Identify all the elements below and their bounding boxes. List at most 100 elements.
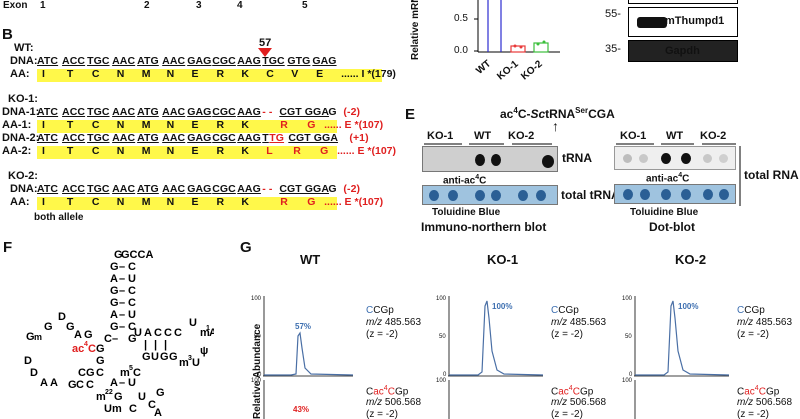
ko1-top-peak bbox=[449, 300, 543, 376]
svg-text:5: 5 bbox=[129, 365, 133, 372]
stain-dot bbox=[491, 190, 501, 201]
svg-text:4: 4 bbox=[84, 341, 88, 348]
blot-dot bbox=[639, 154, 648, 163]
svg-text:U: U bbox=[134, 327, 142, 339]
svg-text:C: C bbox=[88, 343, 96, 355]
e-right-group-ko2: KO-2 bbox=[700, 130, 727, 142]
stain-dot bbox=[536, 190, 546, 201]
wb-label-gapdh: Gapdh bbox=[665, 45, 700, 57]
mrna-x-ko1: KO-1 bbox=[495, 58, 521, 83]
ytick-00: 0.0 bbox=[454, 45, 468, 56]
g-wt-trace bbox=[263, 296, 353, 419]
ko1-label: KO-1: bbox=[8, 93, 38, 105]
mrna-x-wt: WT bbox=[474, 58, 494, 77]
g-wt-bottom-pct: 43% bbox=[293, 405, 310, 414]
svg-text:G: G bbox=[160, 351, 169, 363]
g-wt-bottom-name: Cac4CGp bbox=[366, 385, 409, 398]
svg-text:G: G bbox=[114, 249, 123, 261]
stain-dot bbox=[429, 190, 439, 201]
stain-dot bbox=[623, 189, 633, 200]
e-right-caption: Dot-blot bbox=[649, 220, 695, 234]
g-wt-bottom-mz: m/z 506.568 bbox=[366, 397, 422, 408]
g-col-title-ko2: KO-2 bbox=[675, 252, 707, 267]
svg-text:–: – bbox=[119, 321, 125, 333]
svg-text:C: C bbox=[133, 367, 141, 379]
both-allele: both allele bbox=[34, 212, 84, 223]
ko1-aa1-highlight bbox=[37, 120, 337, 133]
svg-text:D: D bbox=[58, 311, 66, 323]
ko1-aa1-prefix: AA-1: bbox=[2, 119, 32, 131]
e-left-group-ko2: KO-2 bbox=[508, 130, 535, 142]
mrna-bar-ko1 bbox=[510, 45, 526, 53]
blot-dot bbox=[475, 154, 485, 166]
svg-text:A: A bbox=[74, 329, 82, 341]
stain-dot bbox=[640, 189, 650, 200]
svg-text:G: G bbox=[114, 391, 123, 403]
svg-text:G: G bbox=[142, 351, 151, 363]
wt-label: WT: bbox=[14, 42, 34, 54]
svg-text:–: – bbox=[119, 309, 125, 321]
ko1-aa2-prefix: AA-2: bbox=[2, 145, 32, 157]
svg-text:m: m bbox=[96, 391, 106, 403]
svg-text:m: m bbox=[179, 357, 189, 369]
svg-text:G: G bbox=[66, 321, 75, 333]
svg-text:U: U bbox=[192, 357, 200, 369]
g-col-title-ko1: KO-1 bbox=[487, 252, 519, 267]
blot-dot bbox=[491, 154, 501, 166]
g-ko2-top-mz: m/z 485.563 bbox=[737, 317, 793, 328]
svg-text:C: C bbox=[128, 297, 136, 309]
g-ko2-ytick-100b: 100 bbox=[622, 378, 633, 384]
mrna-x-ko2: KO-2 bbox=[519, 58, 545, 83]
svg-text:G: G bbox=[110, 297, 119, 309]
e-right-stain-blot bbox=[614, 184, 736, 204]
blot-dot bbox=[681, 153, 691, 164]
g-wt-ytick-100: 100 bbox=[251, 296, 262, 302]
panel-e-arrow-icon: ↑ bbox=[552, 118, 559, 134]
e-left-stain-label: Toluidine Blue bbox=[432, 207, 501, 218]
svg-text:G: G bbox=[169, 351, 178, 363]
panel-f-label: F bbox=[3, 239, 13, 256]
svg-text:U: U bbox=[128, 377, 136, 389]
svg-text:U: U bbox=[138, 391, 146, 403]
g-ko2-bottom-mz: m/z 506.568 bbox=[737, 397, 793, 408]
panel-b-label: B bbox=[2, 26, 13, 43]
svg-text:G: G bbox=[110, 285, 119, 297]
panel-g-label: G bbox=[240, 239, 252, 256]
g-ko2-ytick-50: 50 bbox=[625, 334, 632, 340]
svg-text:C: C bbox=[128, 285, 136, 297]
svg-text:–: – bbox=[119, 297, 125, 309]
e-right-group-lines bbox=[616, 143, 736, 145]
wb-marker-55: 55- bbox=[605, 8, 621, 20]
svg-text:ac: ac bbox=[72, 343, 84, 355]
wt-top-peak bbox=[264, 331, 353, 376]
svg-text:|: | bbox=[164, 339, 167, 351]
svg-text:A: A bbox=[110, 377, 118, 389]
svg-text:G: G bbox=[26, 331, 35, 343]
wb-box-top bbox=[628, 0, 738, 4]
g-ko1-ytick-100: 100 bbox=[436, 296, 447, 302]
svg-text:G: G bbox=[86, 367, 95, 379]
svg-text:C: C bbox=[96, 367, 104, 379]
svg-text:G: G bbox=[44, 321, 53, 333]
svg-text:A: A bbox=[40, 377, 48, 389]
ko2-dna-seq: ATC ACC TGC AAC ATG AAC GAG CGC AAG - - … bbox=[37, 183, 361, 195]
exon-number-1: 1 bbox=[40, 0, 46, 11]
svg-text:1: 1 bbox=[206, 325, 210, 332]
svg-text:Um: Um bbox=[104, 403, 122, 415]
g-ko1-bottom-charge: (z = -2) bbox=[551, 409, 583, 419]
g-ko1-trace bbox=[448, 296, 543, 419]
svg-text:G: G bbox=[110, 321, 119, 333]
ko1-dna2-prefix: DNA-2: bbox=[2, 132, 40, 144]
e-right-group-wt: WT bbox=[666, 130, 684, 142]
svg-text:A: A bbox=[110, 273, 118, 285]
ytick-05: 0.5 bbox=[454, 13, 468, 24]
svg-text:U: U bbox=[189, 317, 197, 329]
svg-text:G: G bbox=[96, 343, 105, 355]
svg-text:C: C bbox=[86, 379, 94, 391]
svg-text:–: – bbox=[119, 285, 125, 297]
svg-text:–: – bbox=[119, 261, 125, 273]
svg-text:U: U bbox=[151, 351, 159, 363]
svg-text:U: U bbox=[128, 273, 136, 285]
stain-dot bbox=[475, 190, 485, 201]
